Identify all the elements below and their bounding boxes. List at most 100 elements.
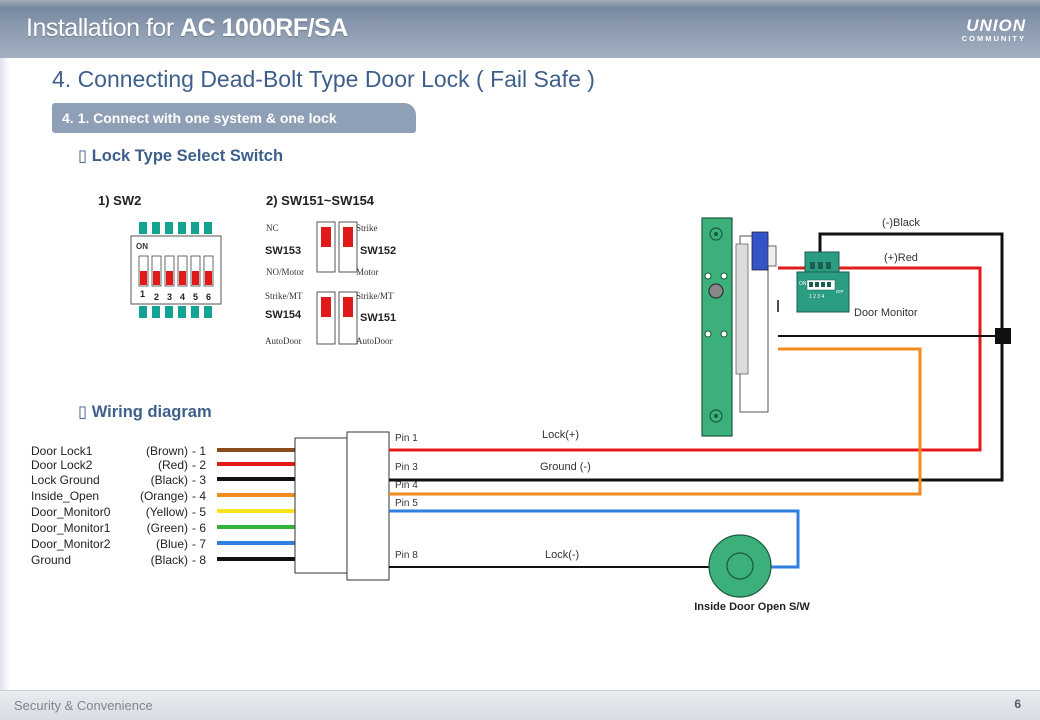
sw152-switch: Strike SW152 Motor — [338, 221, 396, 277]
sw2-levers — [140, 271, 212, 285]
wire-label: Door Lock1 — [31, 444, 93, 458]
sw154-top-label: Strike/MT — [265, 291, 303, 301]
wire-label: Door_Monitor0 — [31, 505, 111, 519]
sw2-top-pins — [139, 222, 212, 234]
sw151-bottom-label: AutoDoor — [356, 336, 393, 346]
brand-sub: COMMUNITY — [961, 34, 1026, 43]
wire-row: Door Lock1 (Brown) - 1 — [31, 444, 295, 458]
wire-color-name: (Black) — [151, 553, 188, 567]
wire-row: Door_Monitor0 (Yellow) - 5 — [31, 505, 295, 519]
pin-labels: Pin 1 Pin 3 Pin 4 Pin 5 Pin 8 — [395, 433, 418, 561]
wire-black-ground — [217, 557, 295, 561]
connector-plug — [294, 437, 348, 574]
wire-label: Lock Ground — [31, 473, 100, 487]
lock-control-module: ON 1 2 3 4 DIP — [796, 251, 850, 313]
ground-label: Ground (-) — [540, 461, 591, 473]
wire-yellow — [217, 509, 295, 513]
sw2-number: 1 — [140, 289, 145, 299]
wire-lock-plus — [389, 266, 982, 452]
sw153-top-label: NC — [266, 223, 279, 233]
wire-row: Ground (Black) - 8 — [31, 553, 295, 567]
sw2-number: 6 — [206, 292, 211, 302]
sw153-bottom-label: NO/Motor — [266, 267, 304, 277]
wire-number: - 4 — [192, 489, 206, 503]
sw151-154-title: 2) SW151~SW154 — [266, 193, 375, 208]
sw2-number: 2 — [154, 292, 159, 302]
wire-number: - 7 — [192, 537, 206, 551]
sw2-dip-switch: ON 1 2 3 4 5 6 — [130, 222, 222, 318]
header-title-model: AC 1000RF/SA — [180, 14, 348, 42]
header-title-prefix: Installation for — [26, 14, 181, 42]
sw151-name: SW151 — [360, 312, 396, 324]
wire-label: Door_Monitor1 — [31, 521, 111, 535]
sw151-switch: Strike/MT SW151 AutoDoor — [338, 291, 396, 346]
wire-green — [217, 525, 295, 529]
left-accent — [0, 58, 10, 690]
wire-number: - 2 — [192, 458, 206, 472]
wire-color-name: (Green) — [147, 521, 188, 535]
wire-row: Door_Monitor2 (Blue) - 7 — [31, 537, 295, 551]
module-on-label: ON — [799, 281, 807, 287]
deadbolt-lock — [701, 217, 777, 437]
lock-minus-label: Lock(-) — [545, 549, 579, 561]
wire-list: Door Lock1 (Brown) - 1 Door Lock2 (Red) … — [31, 444, 295, 567]
heading-wiring: ▯ Wiring diagram — [78, 402, 212, 422]
module-dip-label: DIP — [836, 289, 844, 294]
sw153-switch: NC SW153 NO/Motor — [265, 221, 336, 277]
wire-red — [217, 462, 295, 466]
pin-8-label: Pin 8 — [395, 550, 418, 561]
sw153-name: SW153 — [265, 245, 301, 257]
wire-row: Door_Monitor1 (Green) - 6 — [31, 521, 295, 535]
wire-label: Door Lock2 — [31, 458, 93, 472]
black-wire-label: (-)Black — [882, 217, 920, 229]
lock-connector — [767, 245, 777, 267]
wire-number: - 6 — [192, 521, 206, 535]
wire-label: Inside_Open — [31, 489, 99, 503]
wire-blue-switch — [389, 509, 800, 569]
wire-number: - 8 — [192, 553, 206, 567]
sw154-switch: Strike/MT SW154 AutoDoor — [265, 291, 336, 346]
wire-row: Door Lock2 (Red) - 2 — [31, 458, 295, 472]
pin-4-label: Pin 4 — [395, 480, 418, 491]
sw152-top-label: Strike — [356, 223, 378, 233]
brand-main: UNION — [966, 16, 1026, 35]
wire-label: Door_Monitor2 — [31, 537, 111, 551]
sw2-bottom-pins — [139, 306, 212, 318]
wiring-diagram-canvas: 1) SW2 ON 1 2 — [31, 193, 1011, 613]
heading-bullet-icon: ▯ — [78, 403, 88, 421]
sw152-bottom-label: Motor — [356, 267, 379, 277]
lock-bolt — [735, 243, 749, 375]
footer-bar: Security & Convenience 6 — [0, 690, 1040, 720]
wire-number: - 1 — [192, 444, 206, 458]
sw2-title: 1) SW2 — [98, 193, 141, 208]
header-title: Installation for AC 1000RF/SA — [26, 14, 348, 43]
sw2-on-label: ON — [136, 242, 148, 251]
section-pill: 4. 1. Connect with one system & one lock — [52, 103, 416, 133]
wire-number: - 3 — [192, 473, 206, 487]
switch-button — [726, 552, 754, 580]
wire-orange-monitor — [389, 347, 922, 496]
wire-color-name: (Orange) — [140, 489, 188, 503]
wire-brown — [217, 448, 295, 452]
wire-row: Lock Ground (Black) - 3 — [31, 473, 295, 487]
sw151-top-label: Strike/MT — [356, 291, 394, 301]
heading-wiring-text: Wiring diagram — [91, 403, 212, 421]
pin-1-label: Pin 1 — [395, 433, 418, 444]
sw154-bottom-label: AutoDoor — [265, 336, 302, 346]
header-bar: Installation for AC 1000RF/SA UNION COMM… — [0, 0, 1040, 58]
wire-color-name: (Blue) — [156, 537, 188, 551]
footer-text: Security & Convenience — [14, 698, 153, 713]
inside-switch-label: Inside Door Open S/W — [694, 601, 810, 613]
wire-row: Inside_Open (Orange) - 4 — [31, 489, 295, 503]
sw2-number: 3 — [167, 292, 172, 302]
wire-color-name: (Brown) — [146, 444, 188, 458]
module-board — [796, 271, 850, 313]
sw2-number: 5 — [193, 292, 198, 302]
connector-socket — [346, 431, 390, 581]
brand-logo: UNION COMMUNITY — [961, 16, 1026, 43]
pin-3-label: Pin 3 — [395, 462, 418, 473]
faceplate-bolt-hole — [708, 283, 724, 299]
line-labels: Lock(+) Ground (-) Lock(-) (-)Black (+)R… — [540, 217, 920, 561]
wire-black — [217, 477, 295, 481]
footer-page-number: 6 — [1014, 697, 1021, 711]
